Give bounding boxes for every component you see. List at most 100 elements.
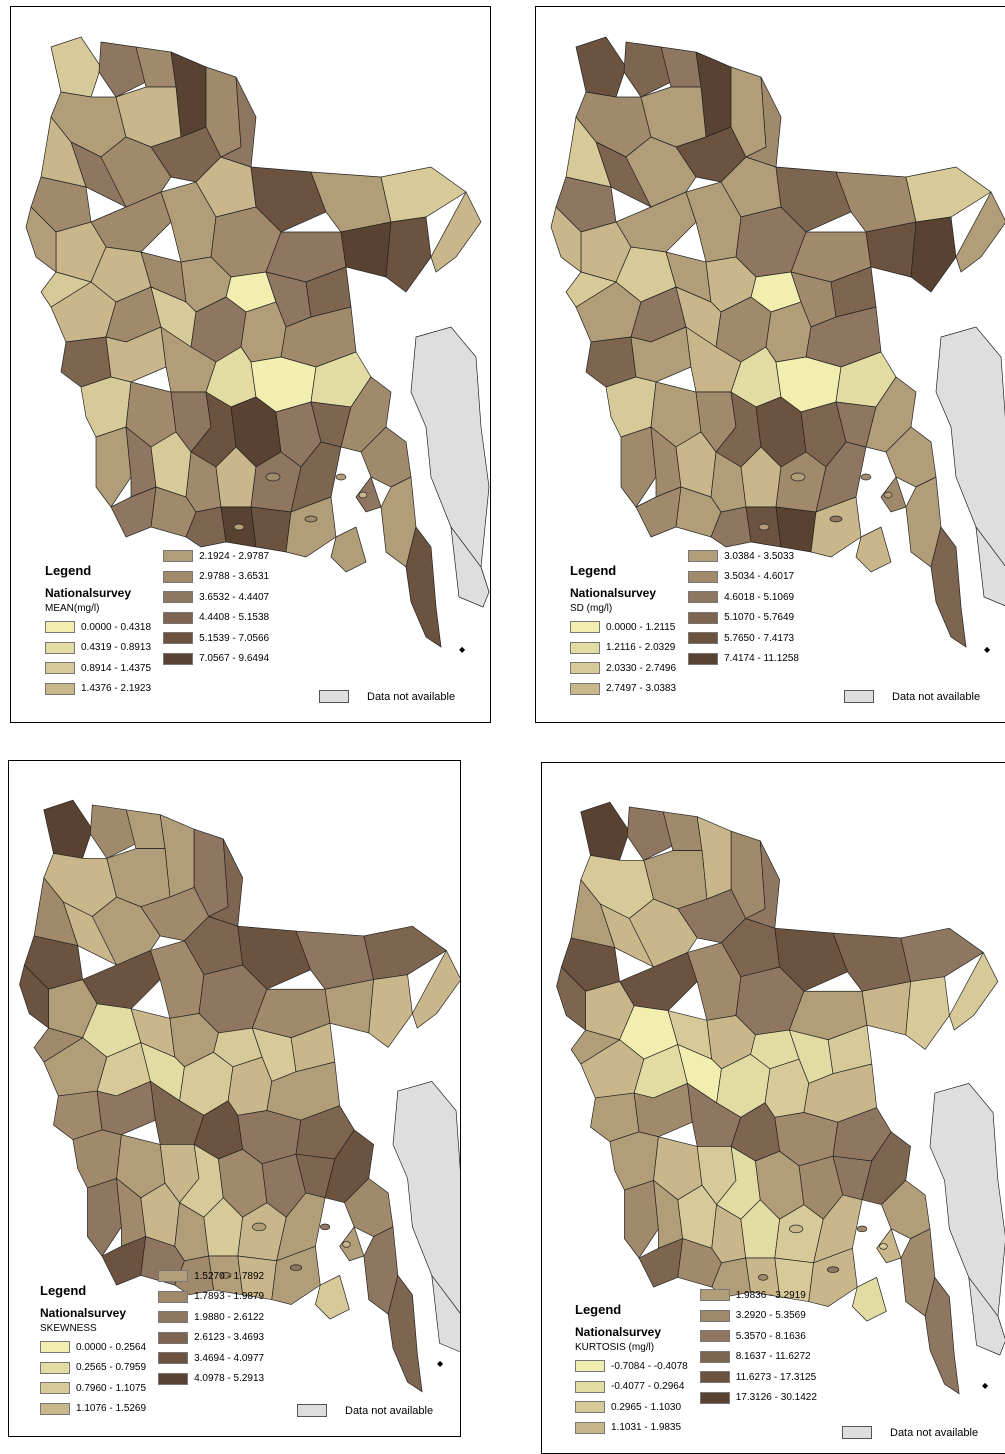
district-polygon <box>324 979 374 1034</box>
map-marker-icon: ◆ <box>984 645 991 654</box>
district-polygon <box>405 526 442 648</box>
district-polygon <box>832 932 912 992</box>
legend-class-label: 0.0000 - 1.2115 <box>606 621 676 633</box>
district-polygon <box>625 136 697 208</box>
legend-swatch <box>699 1391 730 1404</box>
island-polygon <box>758 523 770 531</box>
legend-class-label: 17.3126 - 30.1422 <box>735 1392 817 1404</box>
legend-class-row: 0.2965 - 1.1030 <box>575 1397 688 1418</box>
district-no-data <box>392 1081 460 1336</box>
district-polygon <box>91 896 161 966</box>
district-polygon <box>87 1177 122 1257</box>
district-polygon <box>910 216 957 293</box>
legend-class-label: 0.0000 - 0.4318 <box>81 621 152 633</box>
legend-class-label: 11.6273 - 17.3125 <box>735 1371 817 1383</box>
district-polygon <box>565 116 612 188</box>
island-polygon <box>879 1243 888 1250</box>
legend-class-row: 0.7960 - 1.1075 <box>40 1378 146 1399</box>
legend-swatch <box>570 641 600 654</box>
legend-class-label: 7.4174 - 11.1258 <box>724 653 799 665</box>
legend-class-row: 1.4376 - 2.1923 <box>45 679 151 700</box>
island-polygon <box>342 1241 351 1248</box>
legend-class-row: 4.0978 - 5.2913 <box>158 1369 264 1390</box>
legend-class-label: -0.4077 - 0.2964 <box>611 1381 685 1393</box>
legend-swatch <box>699 1289 730 1302</box>
district-polygon <box>855 526 892 573</box>
legend-swatch <box>45 682 75 695</box>
legend-class-row: 3.4694 - 4.0977 <box>158 1348 264 1369</box>
legend-title: Legend <box>570 563 617 578</box>
district-polygon <box>285 496 337 558</box>
legend-swatch <box>40 1382 70 1395</box>
district-polygon <box>25 206 57 273</box>
district-polygon <box>627 806 674 861</box>
district-polygon <box>290 441 342 513</box>
legend-class-label: 7.0567 - 9.6494 <box>199 653 270 665</box>
legend-class-label: 8.1637 - 11.6272 <box>735 1351 811 1363</box>
district-polygon <box>550 206 582 273</box>
legend-swatch <box>688 652 719 665</box>
district-polygon <box>43 799 93 859</box>
district-polygon <box>40 271 92 308</box>
district-polygon <box>924 1276 960 1395</box>
legend-layer-name: Nationalsurvey <box>40 1306 127 1320</box>
district-polygon <box>330 526 367 573</box>
legend-swatch <box>40 1402 70 1415</box>
legend-no-data-label: Data not available <box>892 690 981 703</box>
legend-class-row: 3.0384 - 3.5033 <box>688 546 799 567</box>
legend-no-data-swatch <box>842 1426 872 1439</box>
legend-class-row: -0.7084 - -0.4078 <box>575 1356 688 1377</box>
legend-field-name: SD (mg/l) <box>570 603 613 614</box>
district-polygon <box>865 221 917 278</box>
legend-class-row: 1.2116 - 2.0329 <box>570 638 676 659</box>
district-polygon <box>711 1257 751 1298</box>
district-polygon <box>33 1027 84 1063</box>
legend-class-label: 1.5270 - 1.7892 <box>194 1270 265 1282</box>
district-polygon <box>813 1194 863 1264</box>
legend-class-row: 3.6532 - 4.4407 <box>163 587 269 608</box>
legend-no-data-label: Data not available <box>367 690 456 703</box>
island-polygon <box>233 523 245 531</box>
district-polygon <box>95 426 132 508</box>
district-no-data <box>968 1276 1005 1356</box>
legend-class-label: 4.0978 - 5.2913 <box>194 1373 265 1385</box>
legend-class-label: 5.1539 - 7.0566 <box>199 632 270 644</box>
legend-class-row: 2.7497 - 3.0383 <box>570 679 676 700</box>
district-polygon <box>624 1179 659 1259</box>
legend-class-label: 2.7497 - 3.0383 <box>606 683 677 695</box>
district-polygon <box>852 1276 887 1322</box>
legend-swatch <box>699 1371 730 1384</box>
district-polygon <box>100 136 172 208</box>
legend-no-data: Data not available <box>842 1426 978 1439</box>
island-polygon <box>826 1266 840 1273</box>
legend-class-label: 1.4376 - 2.1923 <box>81 683 152 695</box>
district-polygon <box>565 271 617 308</box>
legend-class-label: 3.6532 - 4.4407 <box>199 591 270 603</box>
district-polygon <box>19 964 49 1029</box>
legend-class-row: 2.6123 - 3.4693 <box>158 1328 264 1349</box>
district-polygon <box>412 949 460 1029</box>
legend-swatch <box>688 550 719 563</box>
map-marker-icon: ◆ <box>459 645 466 654</box>
choropleth-map <box>550 36 1005 648</box>
island-polygon <box>829 515 843 523</box>
legend-class-label: 1.1076 - 1.5269 <box>76 1403 147 1415</box>
legend-swatch <box>575 1380 605 1393</box>
legend-class-row: 0.4319 - 0.8913 <box>45 638 151 659</box>
district-polygon <box>237 925 311 990</box>
district-polygon <box>90 804 137 859</box>
map-marker-icon: ◆ <box>437 1359 444 1368</box>
legend-title: Legend <box>575 1302 622 1317</box>
legend-swatch <box>163 611 194 624</box>
district-polygon <box>949 951 999 1031</box>
district-polygon <box>774 927 848 992</box>
district-polygon <box>580 801 630 861</box>
legend-swatch <box>688 611 719 624</box>
district-polygon <box>250 166 327 233</box>
district-polygon <box>430 191 482 273</box>
island-polygon <box>319 1223 331 1231</box>
legend-class-row: 1.7893 - 1.9879 <box>158 1287 264 1308</box>
legend-swatch <box>163 632 194 645</box>
